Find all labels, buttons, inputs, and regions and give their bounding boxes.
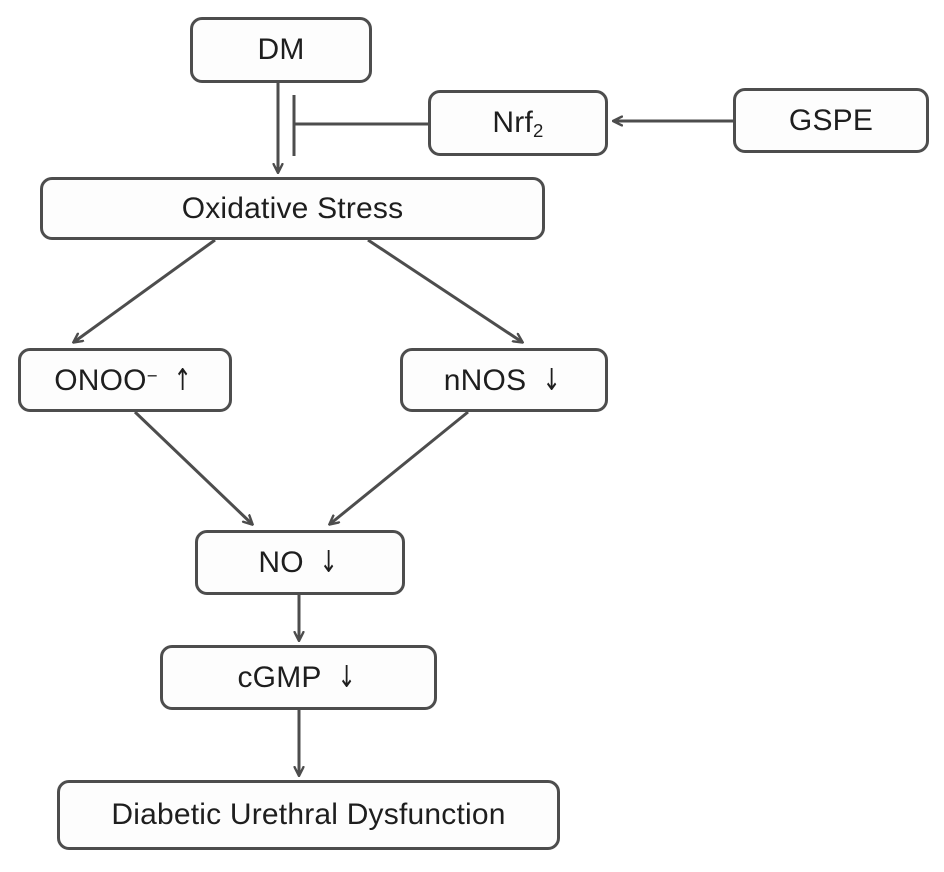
node-onoo[interactable]: ONOO−↑ xyxy=(18,348,232,412)
down-arrow-icon: ↓ xyxy=(319,545,339,580)
node-oxidative-stress-label: Oxidative Stress xyxy=(181,191,404,225)
node-cgmp[interactable]: cGMP↓ xyxy=(160,645,437,710)
node-no[interactable]: NO↓ xyxy=(195,530,405,595)
node-diabetic-urethral-dysfunction[interactable]: Diabetic Urethral Dysfunction xyxy=(57,780,560,850)
node-no-label: NO↓ xyxy=(258,545,339,580)
node-gspe-label: GSPE xyxy=(788,103,874,137)
node-dm[interactable]: DM xyxy=(190,17,372,83)
node-dm-label: DM xyxy=(257,33,305,66)
node-diabetic-urethral-dysfunction-label: Diabetic Urethral Dysfunction xyxy=(111,798,506,831)
node-cgmp-label: cGMP↓ xyxy=(237,660,356,695)
node-nnos-label: nNOS↓ xyxy=(443,362,561,398)
onoo-superscript-minus: − xyxy=(146,364,158,386)
down-arrow-icon: ↓ xyxy=(542,362,561,398)
edge-oxidative-stress-to-onoo xyxy=(74,238,216,342)
node-nnos[interactable]: nNOS↓ xyxy=(400,348,608,412)
down-arrow-icon: ↓ xyxy=(337,660,356,695)
up-arrow-icon: ↑ xyxy=(173,362,193,398)
nrf2-subscript: 2 xyxy=(533,119,544,141)
node-gspe[interactable]: GSPE xyxy=(733,88,929,153)
edge-nnos-to-no xyxy=(330,410,469,524)
node-oxidative-stress[interactable]: Oxidative Stress xyxy=(40,177,545,240)
edge-onoo-to-no xyxy=(133,410,252,524)
node-onoo-label: ONOO−↑ xyxy=(54,362,193,398)
edge-oxidative-stress-to-nnos xyxy=(367,238,522,342)
